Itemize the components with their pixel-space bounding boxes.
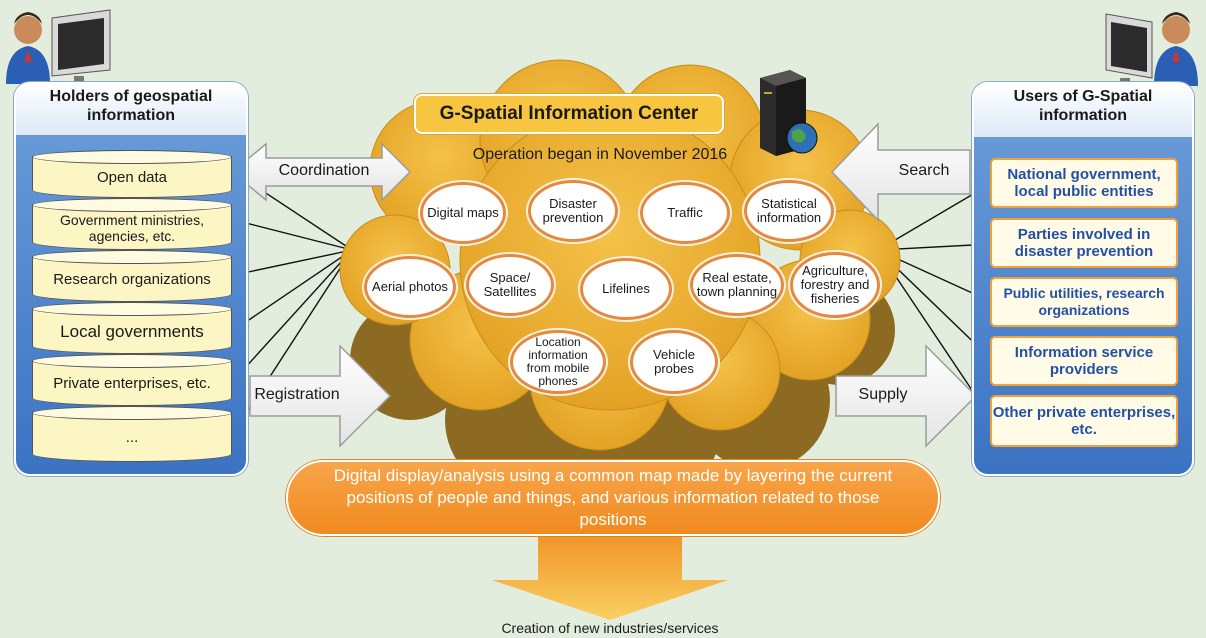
supply-arrow <box>835 344 978 448</box>
user-private-enterprises: Other private enterprises, etc. <box>990 395 1178 447</box>
outcome-down-arrow <box>492 520 728 620</box>
user-disaster-prevention: Parties involved in disaster prevention <box>990 218 1178 268</box>
center-title: G-Spatial Information Center <box>414 94 724 134</box>
coordination-label: Coordination <box>278 162 370 179</box>
registration-arrow <box>249 344 392 448</box>
users-title: Users of G-Spatial information <box>974 84 1192 137</box>
node-location-mobile: Location information from mobile phones <box>510 330 606 394</box>
node-statistical-information: Statistical information <box>744 180 834 242</box>
search-label: Search <box>898 162 950 179</box>
center-subtitle: Operation began in November 2016 <box>472 146 728 163</box>
user-public-utilities: Public utilities, research organizations <box>990 277 1178 327</box>
user-national-government: National government, local public entiti… <box>990 158 1178 208</box>
person-icon-left <box>6 9 111 88</box>
user-information-service: Information service providers <box>990 336 1178 386</box>
server-icon <box>760 70 818 156</box>
holder-research-organizations: Research organizations <box>32 250 232 302</box>
node-lifelines: Lifelines <box>580 258 672 320</box>
holder-private-enterprises: Private enterprises, etc. <box>32 354 232 406</box>
holders-title: Holders of geospatial information <box>16 84 246 135</box>
node-aerial-photos: Aerial photos <box>364 256 456 318</box>
node-agriculture: Agriculture, forestry and fisheries <box>790 252 880 318</box>
analysis-result-box: Digital display/analysis using a common … <box>286 460 940 536</box>
coordination-arrow <box>230 142 412 202</box>
search-arrow <box>830 122 971 222</box>
person-icon-right <box>1105 12 1198 86</box>
node-digital-maps: Digital maps <box>420 182 506 244</box>
registration-label: Registration <box>254 386 340 403</box>
outcome-text: Creation of new industries/services <box>501 620 719 636</box>
node-disaster-prevention: Disaster prevention <box>528 180 618 242</box>
holder-local-governments: Local governments <box>32 302 232 354</box>
holder-government-ministries: Government ministries, agencies, etc. <box>32 198 232 250</box>
node-real-estate: Real estate, town planning <box>690 254 784 316</box>
supply-label: Supply <box>858 386 908 403</box>
node-vehicle-probes: Vehicle probes <box>630 330 718 394</box>
holder-open-data: Open data <box>32 150 232 198</box>
node-traffic: Traffic <box>640 182 730 244</box>
node-space-satellites: Space/ Satellites <box>466 254 554 316</box>
holder-more: ... <box>32 406 232 462</box>
